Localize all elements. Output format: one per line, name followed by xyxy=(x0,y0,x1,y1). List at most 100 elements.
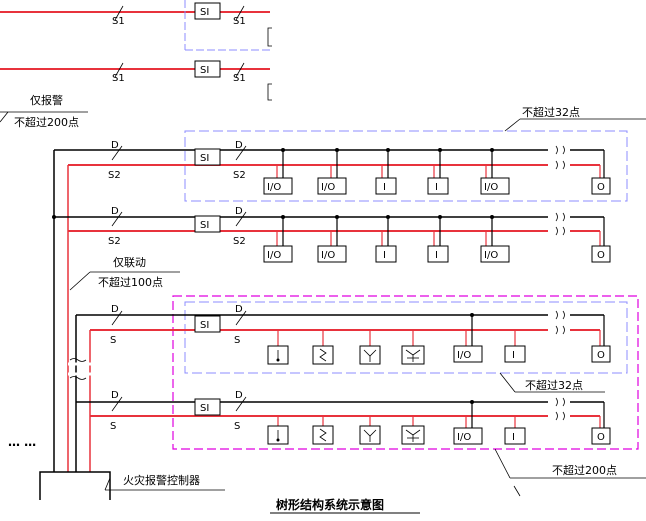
alarm-only-label: 仅报警 xyxy=(30,93,63,107)
heat-detector xyxy=(312,416,334,445)
si-label: SI xyxy=(200,153,209,164)
d-label: D xyxy=(235,390,243,401)
d-label: D xyxy=(111,206,119,217)
input-module: I xyxy=(375,148,397,195)
s-label: S xyxy=(234,335,240,346)
io-label: I/O xyxy=(484,182,498,193)
combination-detector xyxy=(401,416,425,445)
input-module: I xyxy=(375,215,397,263)
io-module: I/O xyxy=(317,215,347,263)
input-module: I xyxy=(427,148,449,195)
linkage-subgroup-frame xyxy=(184,301,628,374)
s-label: S xyxy=(110,335,116,346)
output-module: O xyxy=(591,177,611,195)
io-label: I/O xyxy=(457,432,471,443)
io-module: I/O xyxy=(263,148,293,195)
alarm-loop-row-1: D S2 SI D S2 I/O I/O I I xyxy=(54,105,646,202)
output-module: O xyxy=(591,427,611,445)
linkage-loop-row-1: D S SI D S I/O xyxy=(76,304,611,365)
d-label: D xyxy=(111,390,119,401)
alarm-limit-label: 不超过200点 xyxy=(14,115,79,129)
output-module: O xyxy=(591,245,611,263)
si-label: SI xyxy=(200,220,209,231)
d-label: D xyxy=(235,304,243,315)
flame-detector xyxy=(359,416,381,445)
o-label: O xyxy=(597,182,605,193)
io-label: I/O xyxy=(484,250,498,261)
i-label: I xyxy=(383,182,386,193)
s1-label: S1 xyxy=(233,73,246,84)
io-label: I/O xyxy=(321,182,335,193)
s2-label: S2 xyxy=(233,170,246,181)
s1-label: S1 xyxy=(233,16,246,27)
controller-label: 火灾报警控制器 xyxy=(123,473,200,487)
i-label: I xyxy=(383,250,386,261)
main-trunk xyxy=(52,150,94,472)
io-label: I/O xyxy=(267,182,281,193)
d-label: D xyxy=(111,304,119,315)
linkage-group-frame xyxy=(172,295,639,450)
d-label: D xyxy=(111,140,119,151)
io-module: I/O xyxy=(453,400,483,445)
s2-label: S2 xyxy=(233,236,246,247)
top-right-note: 不超过32点 xyxy=(522,105,580,119)
output-module: O xyxy=(591,345,611,363)
i-label: I xyxy=(512,350,515,361)
si-isolator xyxy=(194,60,221,78)
flame-detector xyxy=(359,330,381,365)
io-module: I/O xyxy=(480,215,510,263)
bottom-right-note: 不超过200点 xyxy=(494,448,646,497)
si-isolator xyxy=(194,148,221,166)
io-label: I/O xyxy=(267,250,281,261)
input-module: I xyxy=(504,416,526,445)
alarm-only-note: 仅报警 不超过200点 xyxy=(0,93,88,129)
smoke-detector xyxy=(267,330,289,365)
o-label: O xyxy=(597,250,605,261)
limit-32-label: 不超过32点 xyxy=(525,378,583,392)
bottom-right-note-label: 不超过200点 xyxy=(552,463,617,477)
input-module: I xyxy=(427,215,449,263)
si-isolator xyxy=(194,315,221,333)
d-label: D xyxy=(235,140,243,151)
io-label: I/O xyxy=(321,250,335,261)
smoke-detector xyxy=(267,416,289,445)
s-label: S xyxy=(110,421,116,432)
i-label: I xyxy=(435,182,438,193)
linkage-only-label: 仅联动 xyxy=(113,256,146,269)
i-label: I xyxy=(512,432,515,443)
o-label: O xyxy=(597,432,605,443)
si-label: SI xyxy=(200,7,209,18)
s1-label: S1 xyxy=(112,73,125,84)
alarm-loop-row-2: D S2 SI D S2 I/O I/O I I xyxy=(54,206,611,263)
heat-detector xyxy=(312,330,334,365)
si-isolator xyxy=(194,398,221,416)
si-label: SI xyxy=(200,403,209,414)
combination-detector xyxy=(401,330,425,365)
io-module: I/O xyxy=(263,215,293,263)
diagram-title: 树形结构系统示意图 xyxy=(276,497,384,512)
ellipsis: … … xyxy=(8,435,36,449)
fire-alarm-controller: 火灾报警控制器 … … xyxy=(8,435,225,500)
io-module: I/O xyxy=(453,313,483,363)
si-isolator xyxy=(194,2,221,20)
s2-label: S2 xyxy=(108,236,121,247)
si-label: SI xyxy=(200,320,209,331)
linkage-limit-label: 不超过100点 xyxy=(98,275,163,289)
o-label: O xyxy=(597,350,605,361)
i-label: I xyxy=(435,250,438,261)
io-module: I/O xyxy=(317,148,347,195)
s-label: S xyxy=(234,421,240,432)
s1-label: S1 xyxy=(112,16,125,27)
d-label: D xyxy=(235,206,243,217)
linkage-only-note: 仅联动 不超过100点 xyxy=(69,256,180,291)
io-label: I/O xyxy=(457,350,471,361)
s2-label: S2 xyxy=(108,170,121,181)
input-module: I xyxy=(504,330,526,363)
io-module: I/O xyxy=(480,148,510,195)
limit-32-note: 不超过32点 xyxy=(499,372,605,393)
linkage-loop-row-2: D S SI D S I/O xyxy=(76,390,611,445)
si-label: SI xyxy=(200,65,209,76)
si-isolator xyxy=(194,215,221,233)
s1-branches: S1 SI S1 S1 SI S1 xyxy=(0,0,272,101)
